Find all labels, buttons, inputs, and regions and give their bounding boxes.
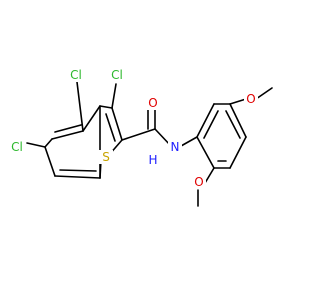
bond-o-methyl-top — [255, 87, 273, 100]
bond-c5-c6 — [44, 138, 53, 148]
bond-ring-1-2 — [196, 103, 215, 138]
bond-c7-c7a-double — [59, 169, 97, 172]
amide-hydrogen-label: H — [148, 153, 157, 167]
bond-c4-c5 — [51, 130, 84, 140]
bond-ring-o-bottom — [204, 167, 215, 184]
bond-c6-cl — [26, 142, 46, 148]
methoxy-oxygen-label: O — [194, 175, 203, 189]
bond-c3a-c4 — [82, 105, 101, 132]
atom-label-layer: Cl Cl Cl O S N H O O — [8, 68, 258, 189]
bond-c4-cl — [76, 81, 84, 132]
bond-c2-camide — [121, 128, 156, 141]
chlorine-atom-label: Cl — [11, 140, 23, 154]
bond-c3-c2 — [111, 107, 123, 141]
chlorine-atom-label: Cl — [70, 68, 82, 82]
amide-nitrogen-label: N — [171, 140, 180, 154]
bond-ring-6-1 — [196, 136, 215, 169]
carbonyl-oxygen-label: O — [148, 96, 157, 110]
chlorine-atom-label: Cl — [111, 68, 123, 82]
bond-c6-c7 — [44, 146, 56, 177]
bond-ring-1-2-double — [203, 110, 219, 139]
bond-c3-cl — [111, 83, 117, 109]
bond-c4-c5-double — [54, 124, 82, 133]
sulfur-atom-label: S — [102, 150, 110, 164]
bond-ring-4-5 — [229, 136, 247, 169]
bond-ring-3-4 — [229, 103, 247, 138]
bond-n-cipso — [180, 136, 198, 147]
bond-layer — [26, 81, 273, 207]
bond-ring-3-4-double — [225, 110, 241, 139]
bond-c3-c2-double — [105, 113, 116, 142]
bond-c7-c7a — [54, 175, 101, 179]
methoxy-oxygen-label: O — [246, 92, 255, 106]
chemical-structure-diagram: Cl Cl Cl O S N H O O — [8, 68, 273, 207]
bond-c3a-c3 — [99, 105, 113, 109]
bond-ring-o-top — [229, 98, 247, 105]
